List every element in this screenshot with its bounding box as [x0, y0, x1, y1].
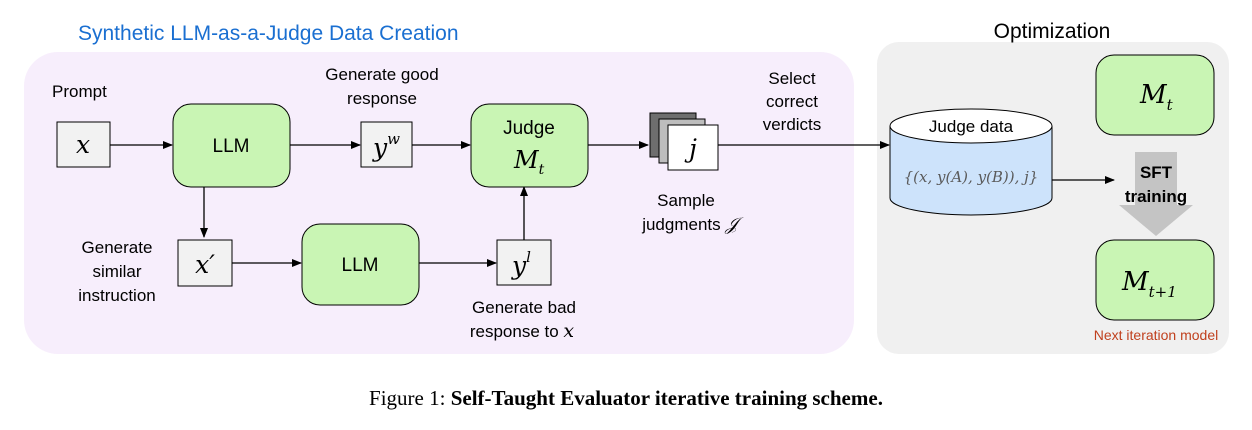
judge-data-cylinder: [889, 108, 1053, 216]
x-box: [56, 121, 111, 168]
diagram-canvas: Synthetic LLM-as-a-Judge Data Creation O…: [24, 20, 1229, 354]
xprime-box: [177, 239, 233, 287]
right-section-title: Optimization: [994, 20, 1111, 43]
judge-node: [470, 103, 589, 188]
judge-model: Mt: [513, 146, 545, 178]
llm-bottom-node: [301, 223, 420, 306]
sft-label-1: SFT: [1140, 163, 1173, 182]
gen-similar-label-3: instruction: [78, 286, 155, 305]
left-section-bg: [24, 52, 854, 354]
gen-similar-label-2: similar: [92, 262, 141, 281]
sample-label-1: Sample: [657, 191, 715, 210]
sft-arrow-icon: [1119, 152, 1193, 236]
sample-label-2: judgments 𝒥: [641, 214, 744, 235]
prompt-label: Prompt: [52, 82, 107, 101]
judge-data-title: Judge data: [929, 117, 1014, 136]
yl-symbol: yl: [511, 248, 531, 280]
caption-bold: Self-Taught Evaluator iterative training…: [450, 386, 883, 410]
select-label-1: Select: [768, 69, 816, 88]
gen-good-label-2: response: [347, 89, 417, 108]
gen-bad-label-2: response to x: [470, 320, 575, 342]
llm-top-label: LLM: [213, 136, 250, 157]
caption-prefix: Figure 1:: [369, 386, 451, 410]
judgments-stack: [649, 112, 719, 171]
llm-bottom-label: LLM: [342, 255, 379, 276]
mt1-model: Mt+1: [1121, 267, 1177, 301]
sft-label-2: training: [1125, 187, 1187, 206]
gen-good-label-1: Generate good: [325, 65, 438, 84]
mt1-node: [1095, 239, 1215, 321]
gen-bad-label-1: Generate bad: [472, 298, 576, 317]
x-symbol: x: [76, 130, 90, 159]
llm-top-node: [172, 103, 291, 188]
figure-caption: Figure 1: Self-Taught Evaluator iterativ…: [0, 386, 1252, 411]
next-iteration-label: Next iteration model: [1094, 327, 1219, 343]
select-label-3: verdicts: [763, 115, 822, 134]
judge-title: Judge: [503, 118, 555, 139]
mt-node: [1095, 54, 1215, 136]
xprime-symbol: x′: [195, 250, 215, 279]
select-label-2: correct: [766, 92, 818, 111]
judge-data-formula: {(x, y(A), y(B)), j}: [904, 168, 1039, 186]
gen-similar-label-1: Generate: [82, 238, 153, 257]
yw-symbol: yw: [372, 130, 400, 162]
yw-box: [360, 121, 413, 168]
arrows: [110, 141, 1115, 267]
yl-box: [496, 239, 552, 286]
mt-model: Mt: [1139, 80, 1174, 114]
left-section-title: Synthetic LLM-as-a-Judge Data Creation: [78, 22, 459, 45]
